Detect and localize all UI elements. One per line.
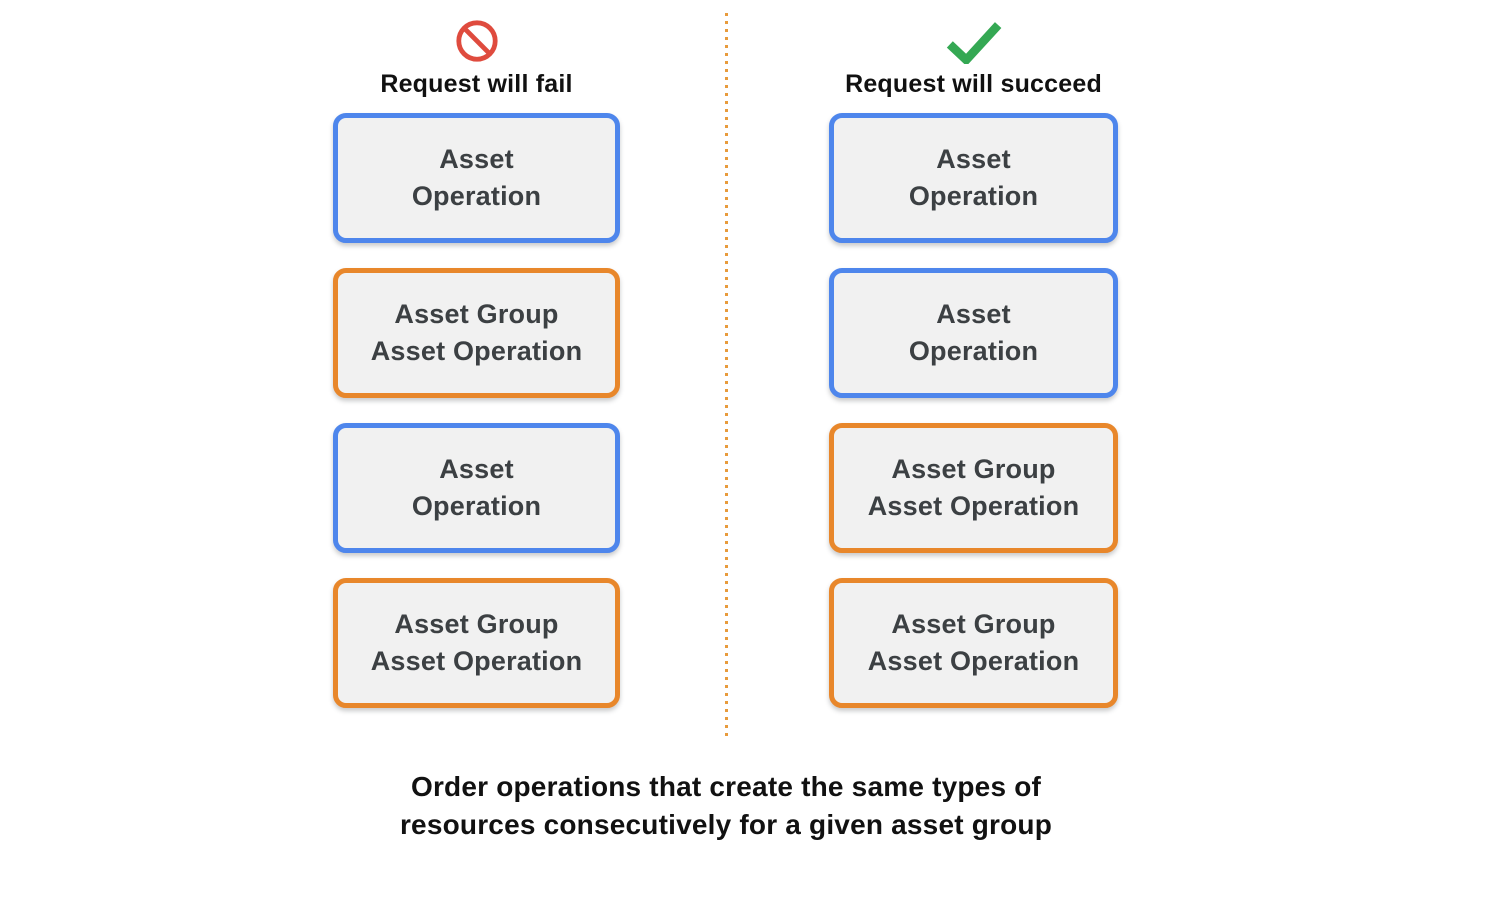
- asset-group-asset-operation-box: Asset Group Asset Operation: [829, 578, 1118, 708]
- diagram-caption: Order operations that create the same ty…: [0, 768, 1452, 844]
- asset-operation-box: Asset Operation: [333, 423, 620, 553]
- box-label-line: Asset Group: [891, 454, 1056, 484]
- asset-group-asset-operation-box: Asset Group Asset Operation: [333, 268, 620, 398]
- check-icon: [945, 20, 1003, 67]
- box-label-line: Operation: [908, 336, 1039, 366]
- asset-group-asset-operation-box: Asset Group Asset Operation: [333, 578, 620, 708]
- asset-operation-box: Asset Operation: [829, 268, 1118, 398]
- fail-column-title: Request will fail: [380, 70, 573, 98]
- caption-line-1: Order operations that create the same ty…: [410, 771, 1042, 802]
- box-label-line: Operation: [908, 181, 1039, 211]
- box-label-line: Asset Operation: [867, 491, 1080, 521]
- box-label-line: Asset: [439, 144, 514, 174]
- box-label-line: Asset: [936, 299, 1011, 329]
- box-label-line: Asset Group: [394, 299, 559, 329]
- box-label-line: Asset Group: [394, 609, 559, 639]
- asset-group-asset-operation-box: Asset Group Asset Operation: [829, 423, 1118, 553]
- box-label-line: Operation: [411, 181, 542, 211]
- box-label-line: Asset: [936, 144, 1011, 174]
- fail-column: Request will fail Asset Operation Asset …: [333, 13, 620, 733]
- succeed-column-header: Request will succeed: [845, 13, 1102, 113]
- box-label-line: Asset: [439, 454, 514, 484]
- succeed-column-title: Request will succeed: [845, 70, 1102, 98]
- asset-operation-box: Asset Operation: [333, 113, 620, 243]
- prohibited-icon: [454, 18, 500, 64]
- fail-column-header: Request will fail: [380, 13, 572, 113]
- asset-operation-box: Asset Operation: [829, 113, 1118, 243]
- box-label-line: Asset Group: [891, 609, 1056, 639]
- caption-line-2: resources consecutively for a given asse…: [399, 809, 1053, 840]
- box-label-line: Asset Operation: [370, 646, 583, 676]
- dotted-divider: [725, 13, 728, 739]
- succeed-column: Request will succeed Asset Operation Ass…: [829, 13, 1118, 733]
- box-label-line: Asset Operation: [370, 336, 583, 366]
- box-label-line: Asset Operation: [867, 646, 1080, 676]
- box-label-line: Operation: [411, 491, 542, 521]
